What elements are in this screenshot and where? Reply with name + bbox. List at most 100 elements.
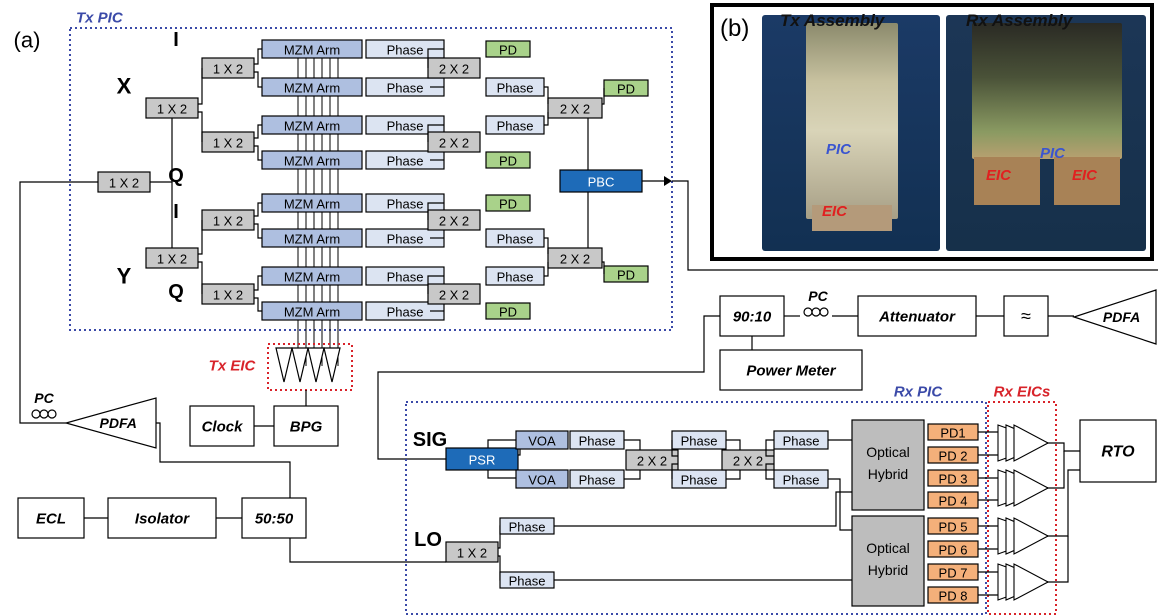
x-pol-label: X xyxy=(117,74,132,99)
panel-a-label: (a) xyxy=(14,28,41,53)
mzm-arm-8-label: MZM Arm xyxy=(284,305,340,320)
connection-line xyxy=(726,439,741,450)
tx-eic-label: Tx EIC xyxy=(209,358,257,375)
pdfa-rx xyxy=(1072,289,1157,345)
connection-line xyxy=(254,71,262,88)
tx-pic-die xyxy=(806,23,898,219)
tap-pd-3 xyxy=(485,194,531,212)
rx-tia-amp xyxy=(1013,563,1050,601)
phase-rx-3-label: Phase xyxy=(681,434,718,449)
connection-line xyxy=(19,181,98,424)
rx-pd-3-label: PD 3 xyxy=(939,472,968,487)
phase-shifter-7-label: Phase xyxy=(387,270,424,285)
connection-line xyxy=(254,223,262,239)
rto-block-label: RTO xyxy=(1101,444,1135,461)
tx-assembly-title: Tx Assembly xyxy=(780,11,885,30)
clock-block-label: Clock xyxy=(202,419,244,436)
isolator-block-label: Isolator xyxy=(135,511,190,528)
splitter-lo xyxy=(445,541,499,563)
mzm-arm-4-label: MZM Arm xyxy=(284,154,340,169)
connection-line xyxy=(487,470,516,479)
assembly-photo-panel: (b) Tx Assembly Rx Assembly PIC EIC PIC … xyxy=(710,3,1154,261)
rx-eic-die-right xyxy=(1054,157,1120,205)
rx-eic-photo-label-left: EIC xyxy=(986,167,1012,184)
connection-line xyxy=(254,124,262,139)
phase-out-4-label: Phase xyxy=(497,270,534,285)
connection-line xyxy=(726,470,741,480)
connection-line xyxy=(427,48,444,68)
rx-pd-1-label: PD1 xyxy=(940,426,965,441)
tx-assembly-photo xyxy=(762,15,940,251)
tap-pd-1-label: PD xyxy=(499,43,517,58)
phase-shifter-4-label: Phase xyxy=(387,154,424,169)
phase-lo-2-label: Phase xyxy=(509,574,546,589)
pbc-label: PBC xyxy=(588,175,615,190)
rx-pd-2-label: PD 2 xyxy=(939,449,968,464)
rx-pic-boundary xyxy=(405,401,987,615)
connection-line xyxy=(1048,469,1080,537)
connection-line xyxy=(427,202,444,220)
connection-line xyxy=(1048,442,1080,452)
connection-line xyxy=(254,297,262,312)
rx-pd-4-label: PD 4 xyxy=(939,494,968,509)
lo-label: LO xyxy=(414,529,442,551)
splitter-y-i-label: 1 X 2 xyxy=(213,214,243,229)
rto-block xyxy=(1079,419,1157,483)
optical-filter-block xyxy=(1003,295,1049,337)
phase-out-1-label: Phase xyxy=(497,81,534,96)
connection-line xyxy=(765,463,774,480)
connection-line xyxy=(554,491,852,527)
tx-pic-boundary xyxy=(69,27,673,331)
rx-pd-5-label: PD 5 xyxy=(939,520,968,535)
connection-line xyxy=(487,439,516,448)
coupler-y-out-label: 2 X 2 xyxy=(560,252,590,267)
connection-line xyxy=(544,262,549,277)
coupler-y-out xyxy=(547,247,603,269)
connection-line xyxy=(198,261,203,294)
connection-line xyxy=(254,48,262,65)
tx-driver-amp xyxy=(275,347,293,383)
tap-pd-y-label: PD xyxy=(617,268,635,283)
rx-tia-amp xyxy=(1013,517,1050,555)
x-i-label: I xyxy=(173,29,179,51)
mzm-arm-5-label: MZM Arm xyxy=(284,197,340,212)
connection-line xyxy=(254,202,262,217)
y-i-label: I xyxy=(173,201,179,223)
bpg-block-label: BPG xyxy=(290,419,323,436)
connection-line xyxy=(156,422,291,498)
coupler-x-i-label: 2 X 2 xyxy=(439,62,469,77)
splitter-50-50-block-label: 50:50 xyxy=(255,511,294,528)
pc-tx-label: PC xyxy=(34,390,54,406)
splitter-x-q-label: 1 X 2 xyxy=(213,136,243,151)
power-meter-block xyxy=(719,349,863,391)
phase-shifter-8-label: Phase xyxy=(387,305,424,320)
optical-hybrid-1-line2: Hybrid xyxy=(868,466,908,482)
coupler-y-q-label: 2 X 2 xyxy=(439,288,469,303)
pc-tx-loop xyxy=(47,409,57,419)
connection-line xyxy=(671,440,678,457)
phase-shifter-5-label: Phase xyxy=(387,197,424,212)
voa-2 xyxy=(515,469,569,489)
splitter-x-label: 1 X 2 xyxy=(157,102,187,117)
connection-line xyxy=(1048,451,1065,489)
pc-rx-loop xyxy=(811,307,821,317)
rx-pd-6-label: PD 6 xyxy=(939,543,968,558)
connection-line xyxy=(672,180,1158,271)
connection-line xyxy=(198,220,203,255)
connection-line xyxy=(427,275,444,294)
tx-driver-amp xyxy=(307,347,325,383)
phase-shifter-3-label: Phase xyxy=(387,119,424,134)
psr-label: PSR xyxy=(469,453,496,468)
phase-shifter-2-label: Phase xyxy=(387,81,424,96)
optical-hybrid-1 xyxy=(851,419,925,511)
rx-pd-7-label: PD 7 xyxy=(939,566,968,581)
optical-hybrid-2-line2: Hybrid xyxy=(868,562,908,578)
connection-line xyxy=(198,68,203,105)
tx-driver-amp xyxy=(291,347,309,383)
phase-rx-4-label: Phase xyxy=(681,473,718,488)
mzm-arm-1-label: MZM Arm xyxy=(284,43,340,58)
coupler-x-q-label: 2 X 2 xyxy=(439,136,469,151)
sig-label: SIG xyxy=(413,429,447,451)
connection-line xyxy=(602,261,605,274)
filter-icon: ≈ xyxy=(1021,306,1031,326)
